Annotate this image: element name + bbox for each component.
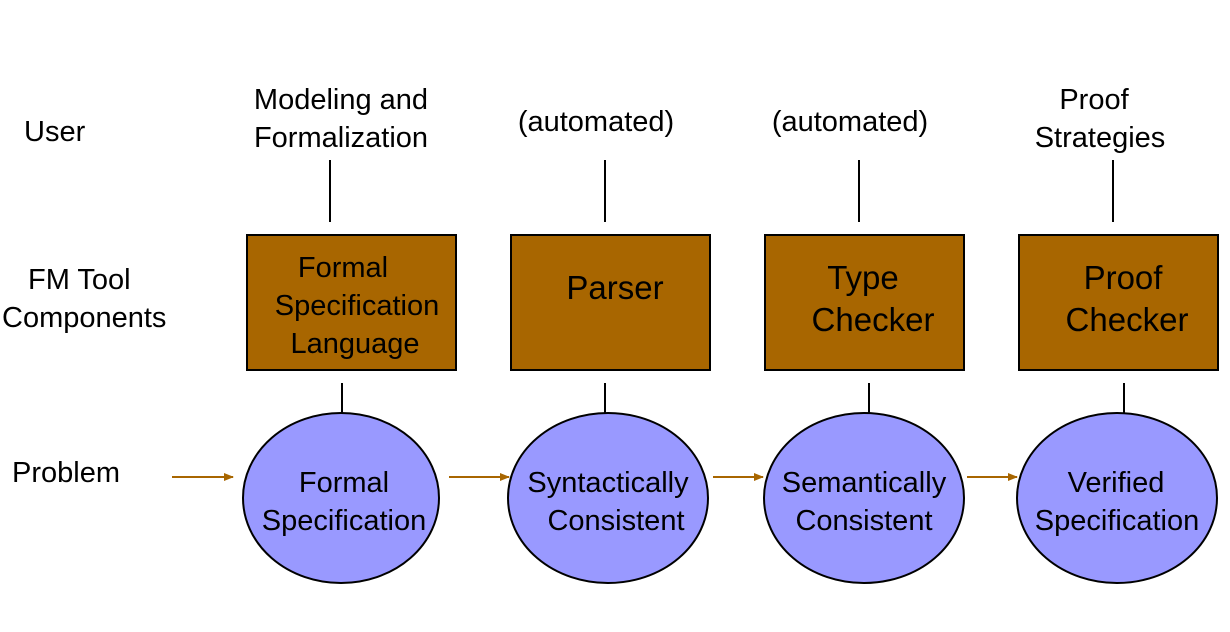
row-label-user: User xyxy=(24,116,86,148)
component-spec-language-line3: Language xyxy=(290,328,419,360)
row-label-problem: Problem xyxy=(12,457,120,489)
stage-verified-specification-line1: Verified xyxy=(1068,467,1165,499)
user-input-automated-parser: (automated) xyxy=(518,106,674,138)
stage-verified-specification-ellipse xyxy=(1016,412,1218,584)
component-proof-checker-line1: Proof xyxy=(1084,259,1164,296)
component-spec-language-box xyxy=(246,234,457,371)
stage-formal-specification-line2: Specification xyxy=(262,505,426,537)
stage-formal-specification: Formal Specification xyxy=(242,412,440,584)
row-label-tools-line2: Components xyxy=(2,302,166,334)
component-type-checker-box xyxy=(764,234,965,371)
stage-verified-specification: Verified Specification xyxy=(1016,412,1218,584)
component-type-checker-line2: Checker xyxy=(812,301,935,338)
user-input-proof-strategies-line1: Proof xyxy=(1059,84,1129,116)
stage-semantically-consistent-ellipse xyxy=(763,412,965,584)
stage-syntactically-consistent-line1: Syntactically xyxy=(527,467,689,499)
user-input-proof-strategies: Proof Strategies xyxy=(1035,84,1166,154)
component-proof-checker-line2: Checker xyxy=(1066,301,1189,338)
component-spec-language-line1: Formal xyxy=(298,252,388,284)
user-input-proof-strategies-line2: Strategies xyxy=(1035,122,1166,154)
user-input-modeling-line2: Formalization xyxy=(254,122,428,154)
component-proof-checker-box xyxy=(1018,234,1219,371)
stage-formal-specification-line1: Formal xyxy=(299,467,389,499)
component-parser: Parser xyxy=(510,234,711,371)
user-input-modeling-line1: Modeling and xyxy=(254,84,428,116)
component-type-checker-line1: Type xyxy=(827,259,899,296)
component-spec-language-line2: Specification xyxy=(275,290,439,322)
component-proof-checker: Proof Checker xyxy=(1018,234,1219,371)
stage-verified-specification-line2: Specification xyxy=(1035,505,1199,537)
row-label-tools-line1: FM Tool xyxy=(28,264,131,296)
component-parser-box xyxy=(510,234,711,371)
stage-syntactically-consistent-ellipse xyxy=(507,412,709,584)
stage-semantically-consistent-line2: Consistent xyxy=(795,505,932,537)
user-input-automated-typechecker: (automated) xyxy=(772,106,928,138)
user-input-modeling: Modeling and Formalization xyxy=(254,84,428,154)
stage-semantically-consistent-line1: Semantically xyxy=(782,467,947,499)
stage-formal-specification-ellipse xyxy=(242,412,440,584)
stage-syntactically-consistent: Syntactically Consistent xyxy=(507,412,709,584)
stage-syntactically-consistent-line2: Consistent xyxy=(547,505,684,537)
component-type-checker: Type Checker xyxy=(764,234,965,371)
stage-semantically-consistent: Semantically Consistent xyxy=(763,412,965,584)
component-parser-label: Parser xyxy=(566,269,663,306)
component-spec-language: Formal Specification Language xyxy=(246,234,457,371)
